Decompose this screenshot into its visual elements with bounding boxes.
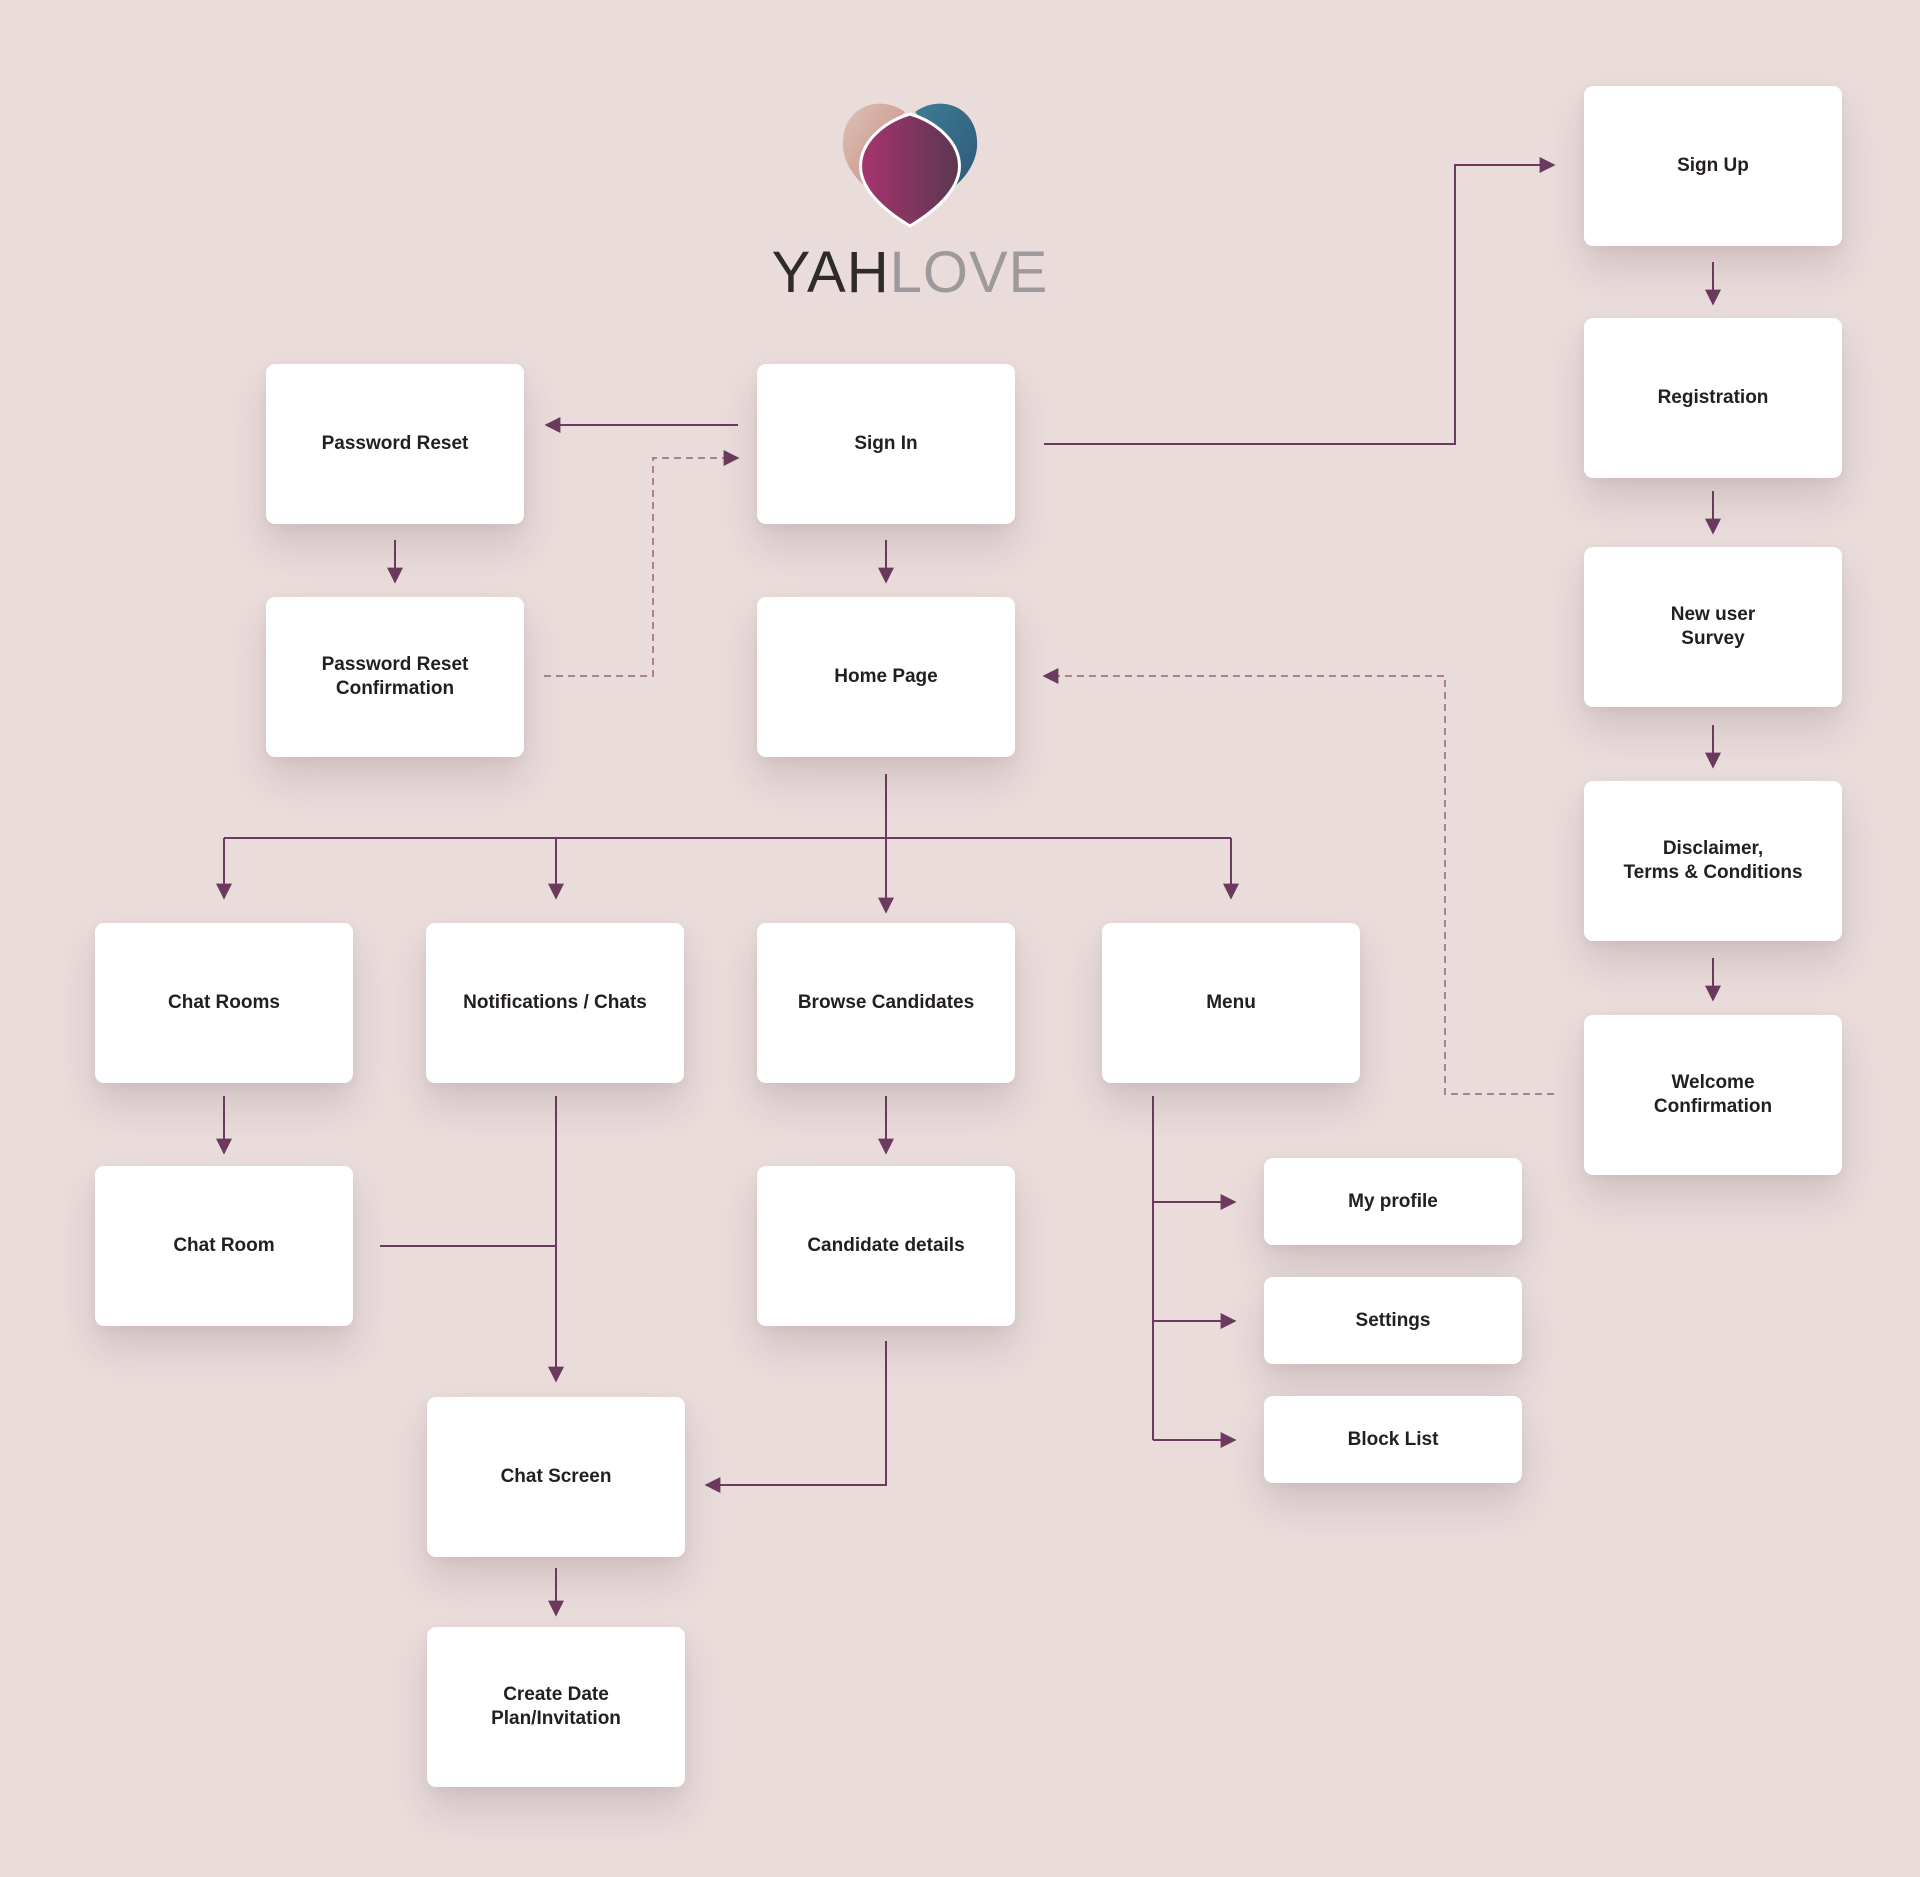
node-label: Block List: [1347, 1428, 1439, 1450]
node-menu[interactable]: Menu: [1102, 923, 1360, 1083]
node-label: Candidate details: [807, 1235, 965, 1256]
node-candidate-details[interactable]: Candidate details: [757, 1166, 1015, 1326]
node-label: Browse Candidates: [797, 992, 975, 1013]
node-label: New user Survey: [1670, 604, 1756, 649]
node-disclaimer-terms[interactable]: Disclaimer, Terms & Conditions: [1584, 781, 1842, 941]
node-block-list[interactable]: Block List: [1264, 1396, 1522, 1483]
node-chat-room[interactable]: Chat Room: [95, 1166, 353, 1326]
node-sign-in[interactable]: Sign In: [757, 364, 1015, 524]
node-label: Chat Screen: [500, 1466, 612, 1487]
edge-confirmation-signin-dashed: [544, 450, 740, 677]
node-welcome-confirmation[interactable]: Welcome Confirmation: [1584, 1015, 1842, 1175]
node-registration[interactable]: Registration: [1584, 318, 1842, 478]
node-browse-candidates[interactable]: Browse Candidates: [757, 923, 1015, 1083]
node-label: Menu: [1206, 992, 1256, 1013]
logo-wordmark-light: LOVE: [889, 240, 1049, 305]
node-label: Sign Up: [1677, 155, 1749, 176]
logo-wordmark: YAHLOVE: [770, 238, 1050, 308]
yahlove-logo: YAHLOVE: [770, 100, 1050, 310]
node-label: My profile: [1348, 1190, 1438, 1212]
node-notifications-chats[interactable]: Notifications / Chats: [426, 923, 684, 1083]
node-label: Chat Room: [173, 1235, 275, 1256]
node-chat-rooms[interactable]: Chat Rooms: [95, 923, 353, 1083]
node-create-date-plan[interactable]: Create Date Plan/Invitation: [427, 1627, 685, 1787]
node-label: Password Reset Confirmation: [321, 654, 469, 699]
node-label: Home Page: [834, 666, 938, 687]
edge-welcome-home-dashed: [1042, 668, 1554, 1095]
node-label: Create Date Plan/Invitation: [491, 1684, 621, 1729]
heart-logo-icon: [842, 103, 978, 228]
node-my-profile[interactable]: My profile: [1264, 1158, 1522, 1245]
node-label: Settings: [1355, 1309, 1431, 1331]
node-label: Registration: [1657, 387, 1769, 408]
node-new-user-survey[interactable]: New user Survey: [1584, 547, 1842, 707]
node-label: Welcome Confirmation: [1653, 1072, 1773, 1117]
node-password-reset[interactable]: Password Reset: [266, 364, 524, 524]
node-settings[interactable]: Settings: [1264, 1277, 1522, 1364]
node-label: Disclaimer, Terms & Conditions: [1623, 838, 1803, 883]
node-home-page[interactable]: Home Page: [757, 597, 1015, 757]
node-password-reset-confirmation[interactable]: Password Reset Confirmation: [266, 597, 524, 757]
node-label: Chat Rooms: [168, 992, 280, 1013]
node-label: Notifications / Chats: [463, 992, 647, 1013]
node-label: Password Reset: [321, 433, 469, 454]
node-chat-screen[interactable]: Chat Screen: [427, 1397, 685, 1557]
logo-wordmark-dark: YAH: [771, 240, 890, 305]
edge-signin-signup: [1044, 157, 1556, 445]
edge-candidate-chatscreen: [704, 1341, 887, 1493]
node-sign-up[interactable]: Sign Up: [1584, 86, 1842, 246]
node-label: Sign In: [854, 433, 918, 454]
